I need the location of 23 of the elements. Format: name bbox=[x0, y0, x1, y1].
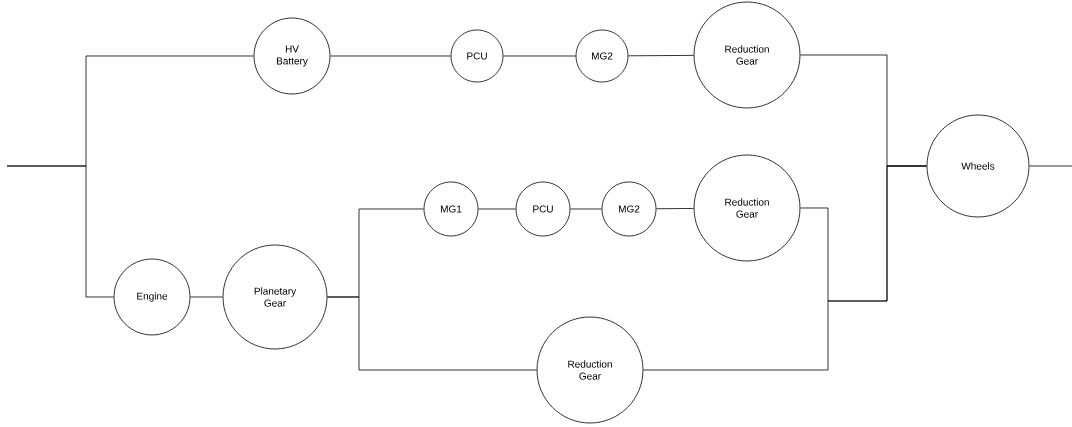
circle-node: Engine bbox=[113, 258, 191, 336]
circle-node: Reduction Gear bbox=[693, 1, 801, 109]
connector-line bbox=[1029, 165, 1072, 167]
circle-node: MG1 bbox=[423, 181, 479, 237]
connector-line bbox=[656, 208, 694, 210]
connector-line bbox=[628, 54, 694, 57]
connector-line bbox=[327, 296, 537, 371]
connector-line bbox=[330, 55, 451, 57]
connector-line bbox=[6, 165, 114, 298]
circle-node: HV Battery bbox=[253, 17, 331, 95]
connector-line bbox=[570, 208, 602, 210]
connector-line bbox=[503, 55, 576, 57]
circle-node: Planetary Gear bbox=[222, 244, 328, 350]
circle-node: MG2 bbox=[601, 181, 657, 237]
connector-line bbox=[643, 165, 927, 371]
circle-node: PCU bbox=[450, 29, 504, 83]
connector-line bbox=[190, 296, 223, 298]
circle-node: Wheels bbox=[926, 114, 1030, 218]
circle-node: Reduction Gear bbox=[693, 154, 801, 262]
connector-line bbox=[478, 208, 516, 210]
circle-node: MG2 bbox=[575, 29, 629, 83]
circle-node: PCU bbox=[515, 181, 571, 237]
circle-node: Reduction Gear bbox=[536, 316, 644, 424]
